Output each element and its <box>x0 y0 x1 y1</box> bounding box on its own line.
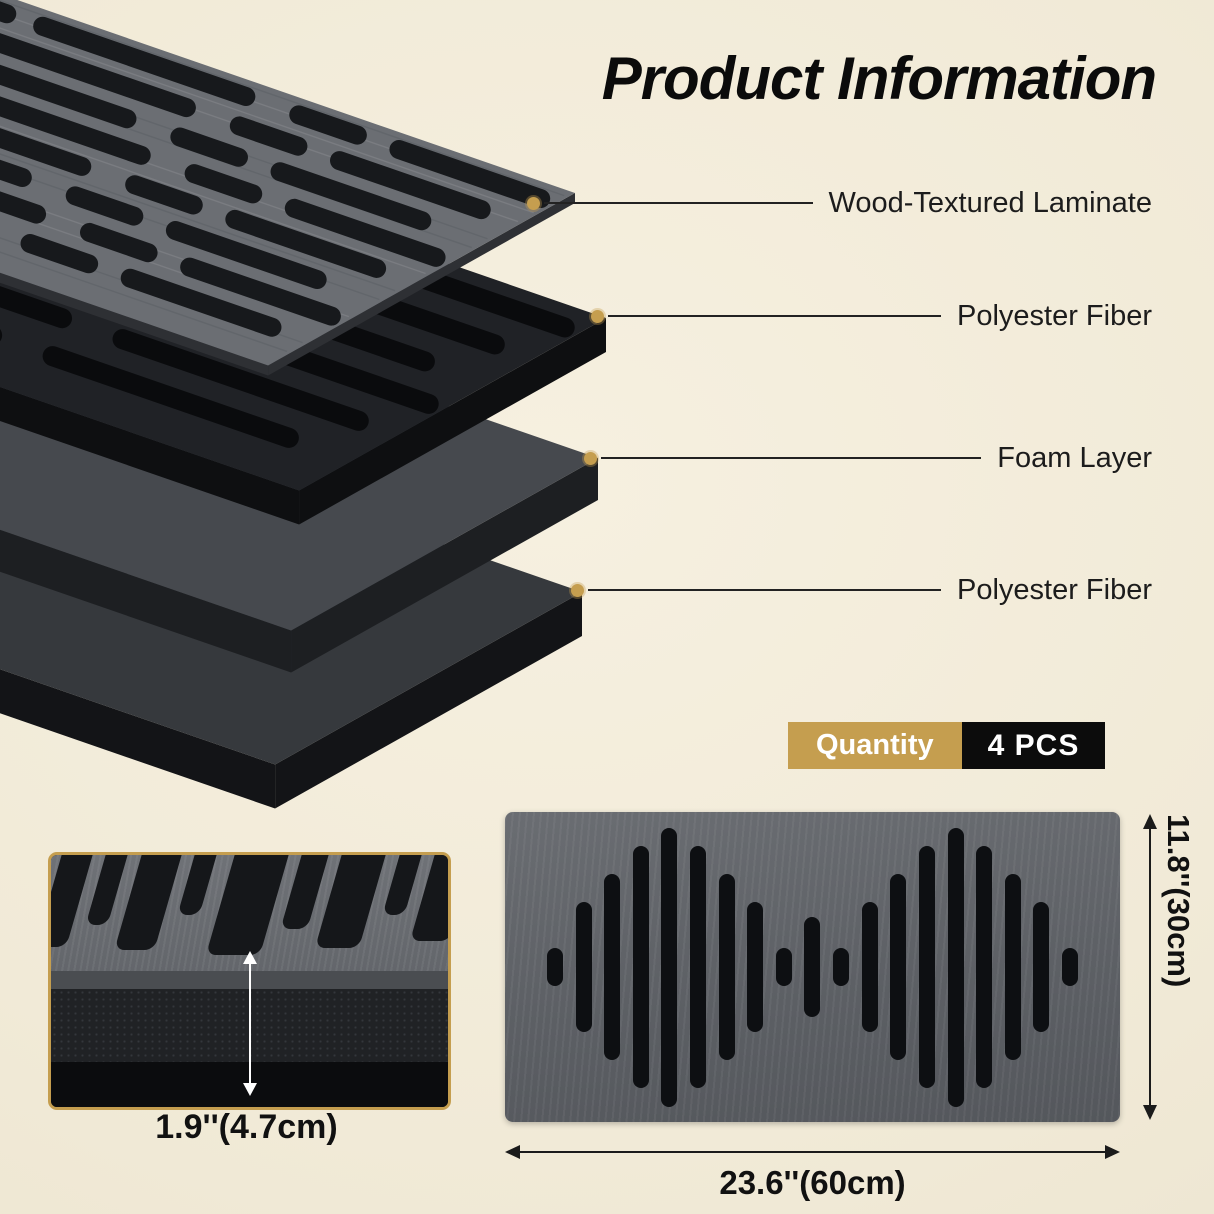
callout-row: Polyester Fiber <box>591 299 1152 332</box>
callout-dot-icon <box>591 309 604 323</box>
callout-row: Foam Layer <box>584 441 1152 474</box>
quantity-label: Quantity <box>788 722 962 769</box>
callout-dot-icon <box>584 451 597 465</box>
panel-slot <box>1061 948 1078 986</box>
panel-slot <box>976 846 993 1088</box>
callout-leader-line <box>608 315 941 317</box>
closeup-slot <box>382 855 424 916</box>
dimension-line <box>517 1151 1108 1153</box>
arrow-left-icon <box>505 1145 520 1159</box>
callout-leader-line <box>588 589 941 591</box>
closeup-slot <box>177 855 220 916</box>
panel-slot <box>804 917 821 1017</box>
panel-slot <box>632 846 649 1088</box>
callout-leader-line <box>544 202 813 204</box>
panel-slot <box>1033 901 1050 1033</box>
width-dimension-line <box>505 1142 1120 1162</box>
arrow-down-icon <box>1143 1105 1157 1120</box>
panel-slot <box>747 901 764 1033</box>
dimension-line <box>1149 826 1151 1108</box>
thickness-label: 1.9''(4.7cm) <box>155 1108 338 1146</box>
callout-label: Foam Layer <box>997 441 1152 474</box>
callout-row: Polyester Fiber <box>571 573 1152 606</box>
panel-slot <box>918 846 935 1088</box>
callout-label: Wood-Textured Laminate <box>828 186 1152 219</box>
thickness-closeup-image <box>48 852 451 1110</box>
panel-slot <box>1004 874 1021 1060</box>
arrow-up-icon <box>1143 814 1157 829</box>
callout-dot-icon <box>527 196 540 210</box>
panel-slot <box>775 948 792 986</box>
panel-front-view <box>505 812 1120 1122</box>
panel-slot <box>604 874 621 1060</box>
height-dimension-line <box>1140 814 1160 1120</box>
exploded-layers-diagram <box>0 0 606 809</box>
height-dimension-label: 11.8''(30cm) <box>1161 814 1196 988</box>
closeup-thickness-dimension-line <box>242 951 257 1097</box>
panel-slot <box>890 874 907 1060</box>
panel-slot <box>947 827 964 1107</box>
callout-dot-icon <box>571 583 584 597</box>
panel-slot <box>690 846 707 1088</box>
panel-slot <box>861 901 878 1033</box>
arrow-up-icon <box>242 951 257 965</box>
callout-label: Polyester Fiber <box>956 299 1152 332</box>
closeup-slot <box>206 855 291 955</box>
panel-slot <box>575 901 592 1033</box>
closeup-slot <box>51 855 95 947</box>
width-dimension-label: 23.6''(60cm) <box>719 1164 906 1201</box>
panel-slot <box>661 827 678 1107</box>
callout-label: Polyester Fiber <box>956 573 1152 606</box>
panel-slot <box>833 948 850 986</box>
closeup-slot <box>315 855 389 948</box>
quantity-badge: Quantity 4 PCS <box>788 722 1106 769</box>
closeup-slot <box>114 855 184 951</box>
callout-leader-line <box>601 457 982 459</box>
panel-slot <box>718 874 735 1060</box>
panel-slot <box>547 948 563 986</box>
arrow-right-icon <box>1105 1145 1120 1159</box>
page-title: Product Information <box>601 45 1157 112</box>
panel-slot-pattern <box>547 812 1078 1122</box>
arrow-down-icon <box>242 1083 257 1097</box>
quantity-value: 4 PCS <box>961 722 1106 769</box>
callout-row: Wood-Textured Laminate <box>527 186 1152 219</box>
